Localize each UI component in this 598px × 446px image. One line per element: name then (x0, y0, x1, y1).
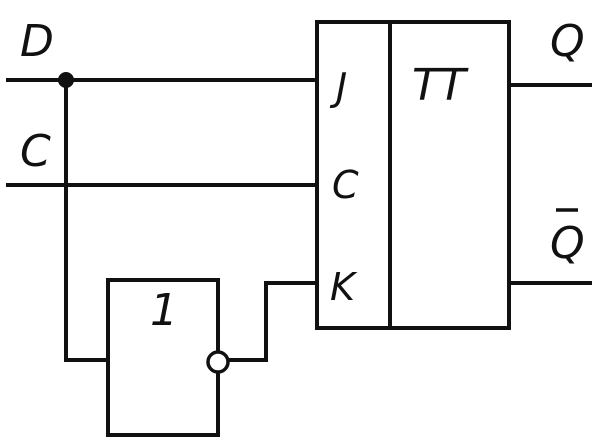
junction-node-d (58, 72, 74, 88)
label-d-input: D (20, 16, 54, 67)
flip-flop-type-label: TT (412, 60, 469, 111)
pin-label-j: J (329, 65, 347, 109)
label-q-bar-output: Q (550, 218, 585, 269)
inversion-bubble (206, 350, 230, 374)
pin-label-k: K (330, 265, 358, 309)
wire-gate-to-k (225, 281, 319, 362)
label-q-output: Q (550, 16, 585, 67)
crossing-c (63, 182, 69, 188)
flip-flop-box (315, 20, 511, 330)
wire-d-branch-to-gate (64, 78, 110, 362)
label-c-input: C (20, 126, 51, 177)
gate-label: 1 (150, 285, 178, 336)
pin-label-c: C (332, 163, 359, 207)
